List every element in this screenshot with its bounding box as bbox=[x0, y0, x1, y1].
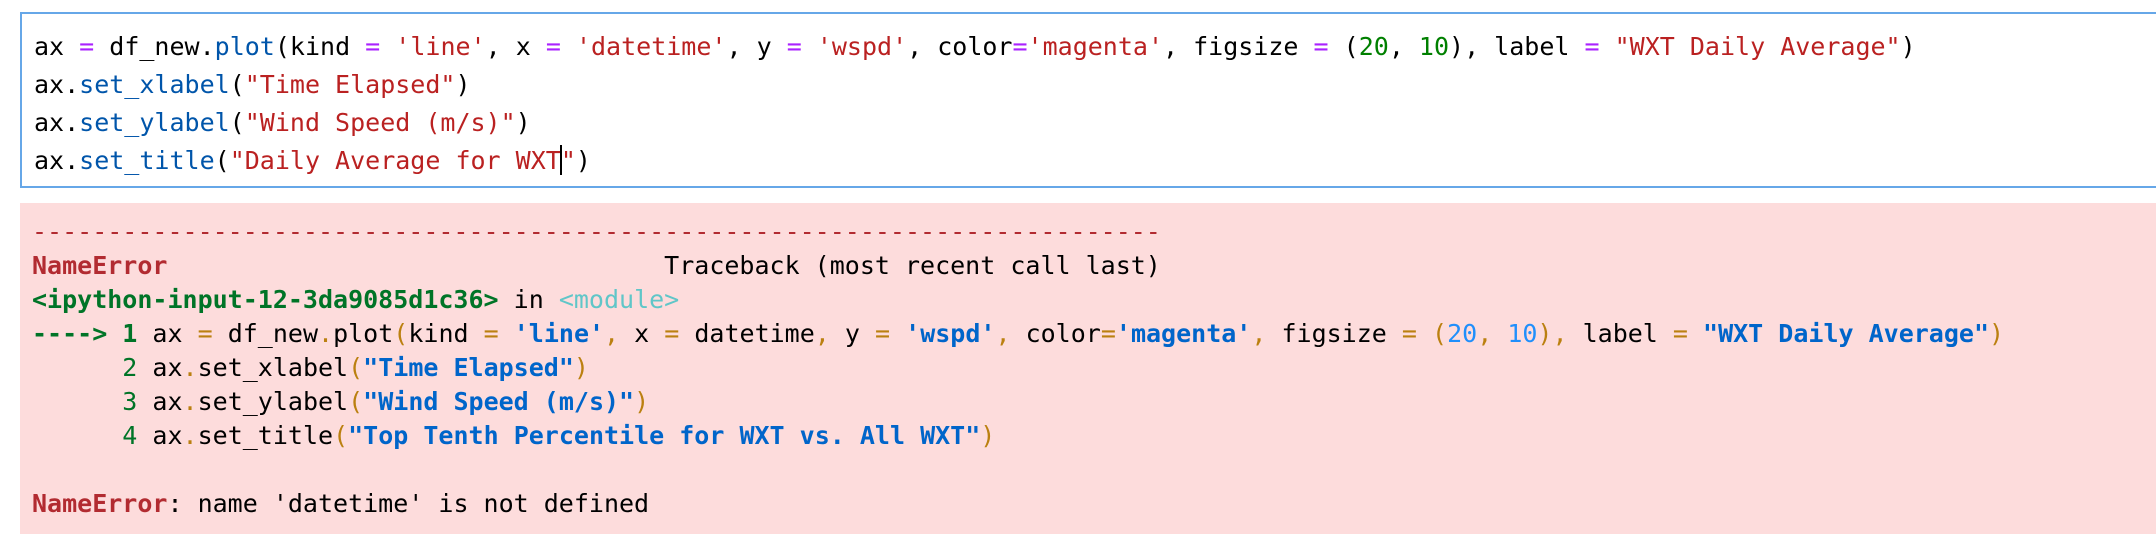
error-output: ----------------------------------------… bbox=[20, 203, 2156, 534]
traceback-separator: ----------------------------------------… bbox=[32, 217, 1161, 246]
traceback-line-3: 3 ax.set_ylabel("Wind Speed (m/s)") bbox=[32, 387, 650, 416]
final-error-line: NameError: name 'datetime' is not define… bbox=[32, 487, 2004, 521]
error-name: NameError bbox=[32, 251, 168, 280]
cell-prompt-marker: : bbox=[0, 30, 4, 54]
code-line-3: ax.set_ylabel("Wind Speed (m/s)") bbox=[34, 108, 531, 137]
traceback-line-4: 4 ax.set_title("Top Tenth Percentile for… bbox=[32, 421, 996, 450]
input-reference: <ipython-input-12-3da9085d1c36> bbox=[32, 285, 499, 314]
code-line-1: ax = df_new.plot(kind = 'line', x = 'dat… bbox=[34, 32, 1916, 61]
code-editor[interactable]: ax = df_new.plot(kind = 'line', x = 'dat… bbox=[34, 28, 1916, 180]
traceback-location: <ipython-input-12-3da9085d1c36> in <modu… bbox=[32, 285, 680, 314]
code-line-4: ax.set_title("Daily Average for WXT") bbox=[34, 145, 591, 175]
text-cursor bbox=[559, 145, 562, 175]
final-error-message: : name 'datetime' is not defined bbox=[167, 489, 650, 518]
final-error-name: NameError bbox=[32, 489, 168, 518]
code-line-2: ax.set_xlabel("Time Elapsed") bbox=[34, 70, 471, 99]
traceback-line-2: 2 ax.set_xlabel("Time Elapsed") bbox=[32, 353, 589, 382]
traceback: ----------------------------------------… bbox=[32, 215, 2004, 521]
traceback-line-1: ----> 1 ax = df_new.plot(kind = 'line', … bbox=[32, 319, 2005, 348]
module-reference: <module> bbox=[558, 285, 680, 314]
code-input-cell[interactable]: ax = df_new.plot(kind = 'line', x = 'dat… bbox=[20, 12, 2156, 188]
traceback-header-line: NameError Traceback (most recent call la… bbox=[32, 251, 1161, 280]
traceback-blank bbox=[32, 453, 2004, 487]
